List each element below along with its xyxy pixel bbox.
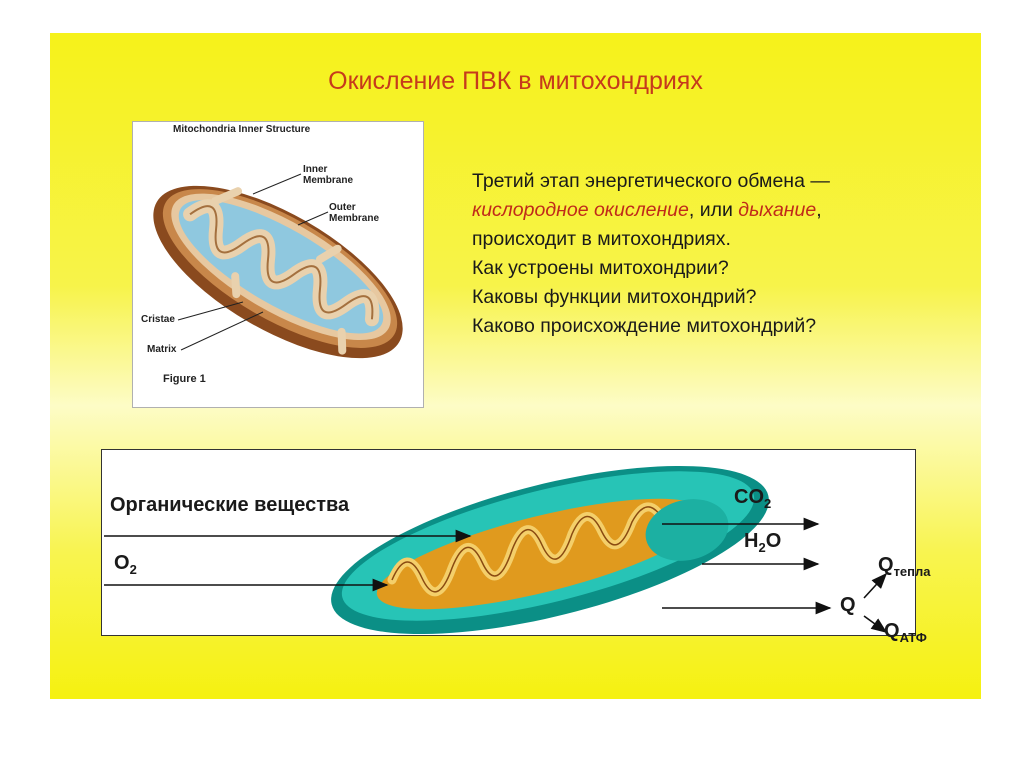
scheme-diagram xyxy=(104,465,888,635)
slide: Окисление ПВК в митохондриях Mitochondri… xyxy=(50,33,981,699)
inner-membrane-line1: Inner xyxy=(303,164,328,175)
slide-title: Окисление ПВК в митохондриях xyxy=(328,67,703,95)
matrix-label: Matrix xyxy=(147,344,177,355)
co2-main: CO xyxy=(734,486,764,508)
h2o-h: H xyxy=(744,530,759,552)
body-text: Третий этап энергетического обмена — кис… xyxy=(472,167,972,341)
mitochondria-figure: Mitochondria Inner Structure Inner Membr… xyxy=(132,121,424,408)
q-heat-sub: тепла xyxy=(893,564,931,579)
term-respiration: дыхание xyxy=(738,199,817,221)
inner-membrane-label: Inner Membrane xyxy=(303,164,353,186)
figure-title: Mitochondria Inner Structure xyxy=(173,124,311,135)
cristae-label: Cristae xyxy=(141,314,175,325)
label-q-heat: Qтепла xyxy=(878,554,931,579)
label-co2: CO2 xyxy=(734,486,772,511)
co2-sub: 2 xyxy=(764,496,772,511)
outer-membrane-line2: Membrane xyxy=(329,213,380,224)
body-line-5: Каковы функции митохондрий? xyxy=(472,286,757,308)
body-line-2: кислородное окисление, или дыхание, xyxy=(472,196,972,225)
outer-membrane-line1: Outer xyxy=(329,202,356,213)
h2o-o: O xyxy=(765,530,782,552)
label-q: Q xyxy=(840,594,856,616)
figure-caption: Figure 1 xyxy=(163,373,206,385)
body-line-4: Как устроены митохондрии? xyxy=(472,257,729,279)
body-line-6: Каково происхождение митохондрий? xyxy=(472,315,817,337)
q-atp-main: Q xyxy=(884,620,900,642)
label-h2o: H2O xyxy=(744,530,782,555)
label-organic-substances: Органические вещества xyxy=(110,494,350,516)
inner-membrane-line2: Membrane xyxy=(303,175,354,186)
q-heat-main: Q xyxy=(878,554,894,576)
body-line-1: Третий этап энергетического обмена — xyxy=(472,170,830,192)
body-line-2-end: , xyxy=(816,199,822,221)
q-atp-sub: АТФ xyxy=(899,630,927,645)
o2-sub: 2 xyxy=(129,562,137,577)
oxidation-scheme: Органические вещества O2 CO2 H2O Q Qтепл… xyxy=(101,449,931,645)
o2-main: O xyxy=(114,552,130,574)
term-oxygen-oxidation: кислородное окисление xyxy=(472,199,689,221)
outer-membrane-label: Outer Membrane xyxy=(329,202,379,224)
label-q-atp: QАТФ xyxy=(884,620,927,645)
label-o2: O2 xyxy=(114,552,137,577)
body-line-2-sep: , или xyxy=(688,199,739,221)
body-line-3: происходит в митохондриях. xyxy=(472,228,731,250)
h2o-sub: 2 xyxy=(758,540,766,555)
mitochondrion-icon xyxy=(331,465,769,635)
mitochondria-illustration xyxy=(153,173,403,359)
